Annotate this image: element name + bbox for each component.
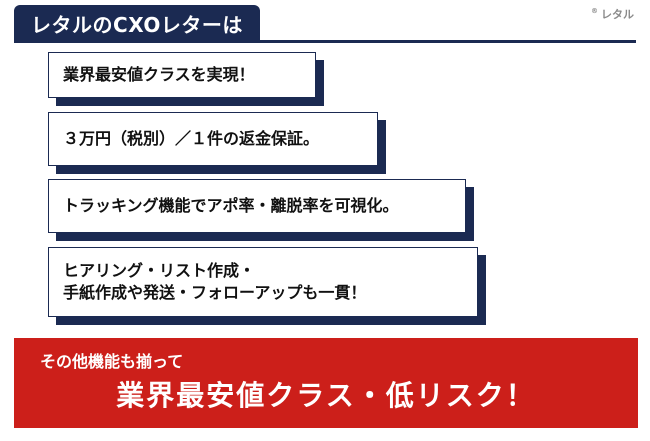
card-body: 業界最安値クラスを実現！: [48, 52, 316, 98]
feature-card-2: ３万円（税別）／１件の返金保証。: [48, 112, 386, 174]
feature-card-4: ヒアリング・リスト作成・ 手紙作成や発送・フォローアップも一貫！: [48, 247, 486, 325]
feature-text: トラッキング機能でアポ率・離脱率を可視化。: [63, 196, 399, 215]
section-title-tab: レタルのCXOレターは: [14, 5, 260, 41]
copyright-logo: ®レタル: [591, 6, 634, 22]
feature-card-3: トラッキング機能でアポ率・離脱率を可視化。: [48, 179, 474, 241]
section-title: レタルのCXOレターは: [31, 12, 243, 37]
card-body: ３万円（税別）／１件の返金保証。: [48, 112, 378, 166]
header-divider: [14, 40, 636, 43]
brand-name: レタル: [601, 8, 634, 21]
banner-subtitle: その他機能も揃って: [40, 352, 184, 371]
banner-headline: 業界最安値クラス・低リスク！: [116, 379, 536, 412]
feature-text: ３万円（税別）／１件の返金保証。: [63, 129, 320, 148]
feature-text-line-2: 手紙作成や発送・フォローアップも一貫！: [63, 283, 367, 302]
card-body: トラッキング機能でアポ率・離脱率を可視化。: [48, 179, 466, 233]
registered-mark: ®: [591, 7, 598, 16]
feature-card-1: 業界最安値クラスを実現！: [48, 52, 324, 106]
feature-text-line-1: ヒアリング・リスト作成・: [63, 261, 256, 280]
summary-banner: その他機能も揃って 業界最安値クラス・低リスク！: [14, 338, 638, 428]
feature-text: 業界最安値クラスを実現！: [63, 65, 255, 84]
card-body: ヒアリング・リスト作成・ 手紙作成や発送・フォローアップも一貫！: [48, 247, 478, 317]
